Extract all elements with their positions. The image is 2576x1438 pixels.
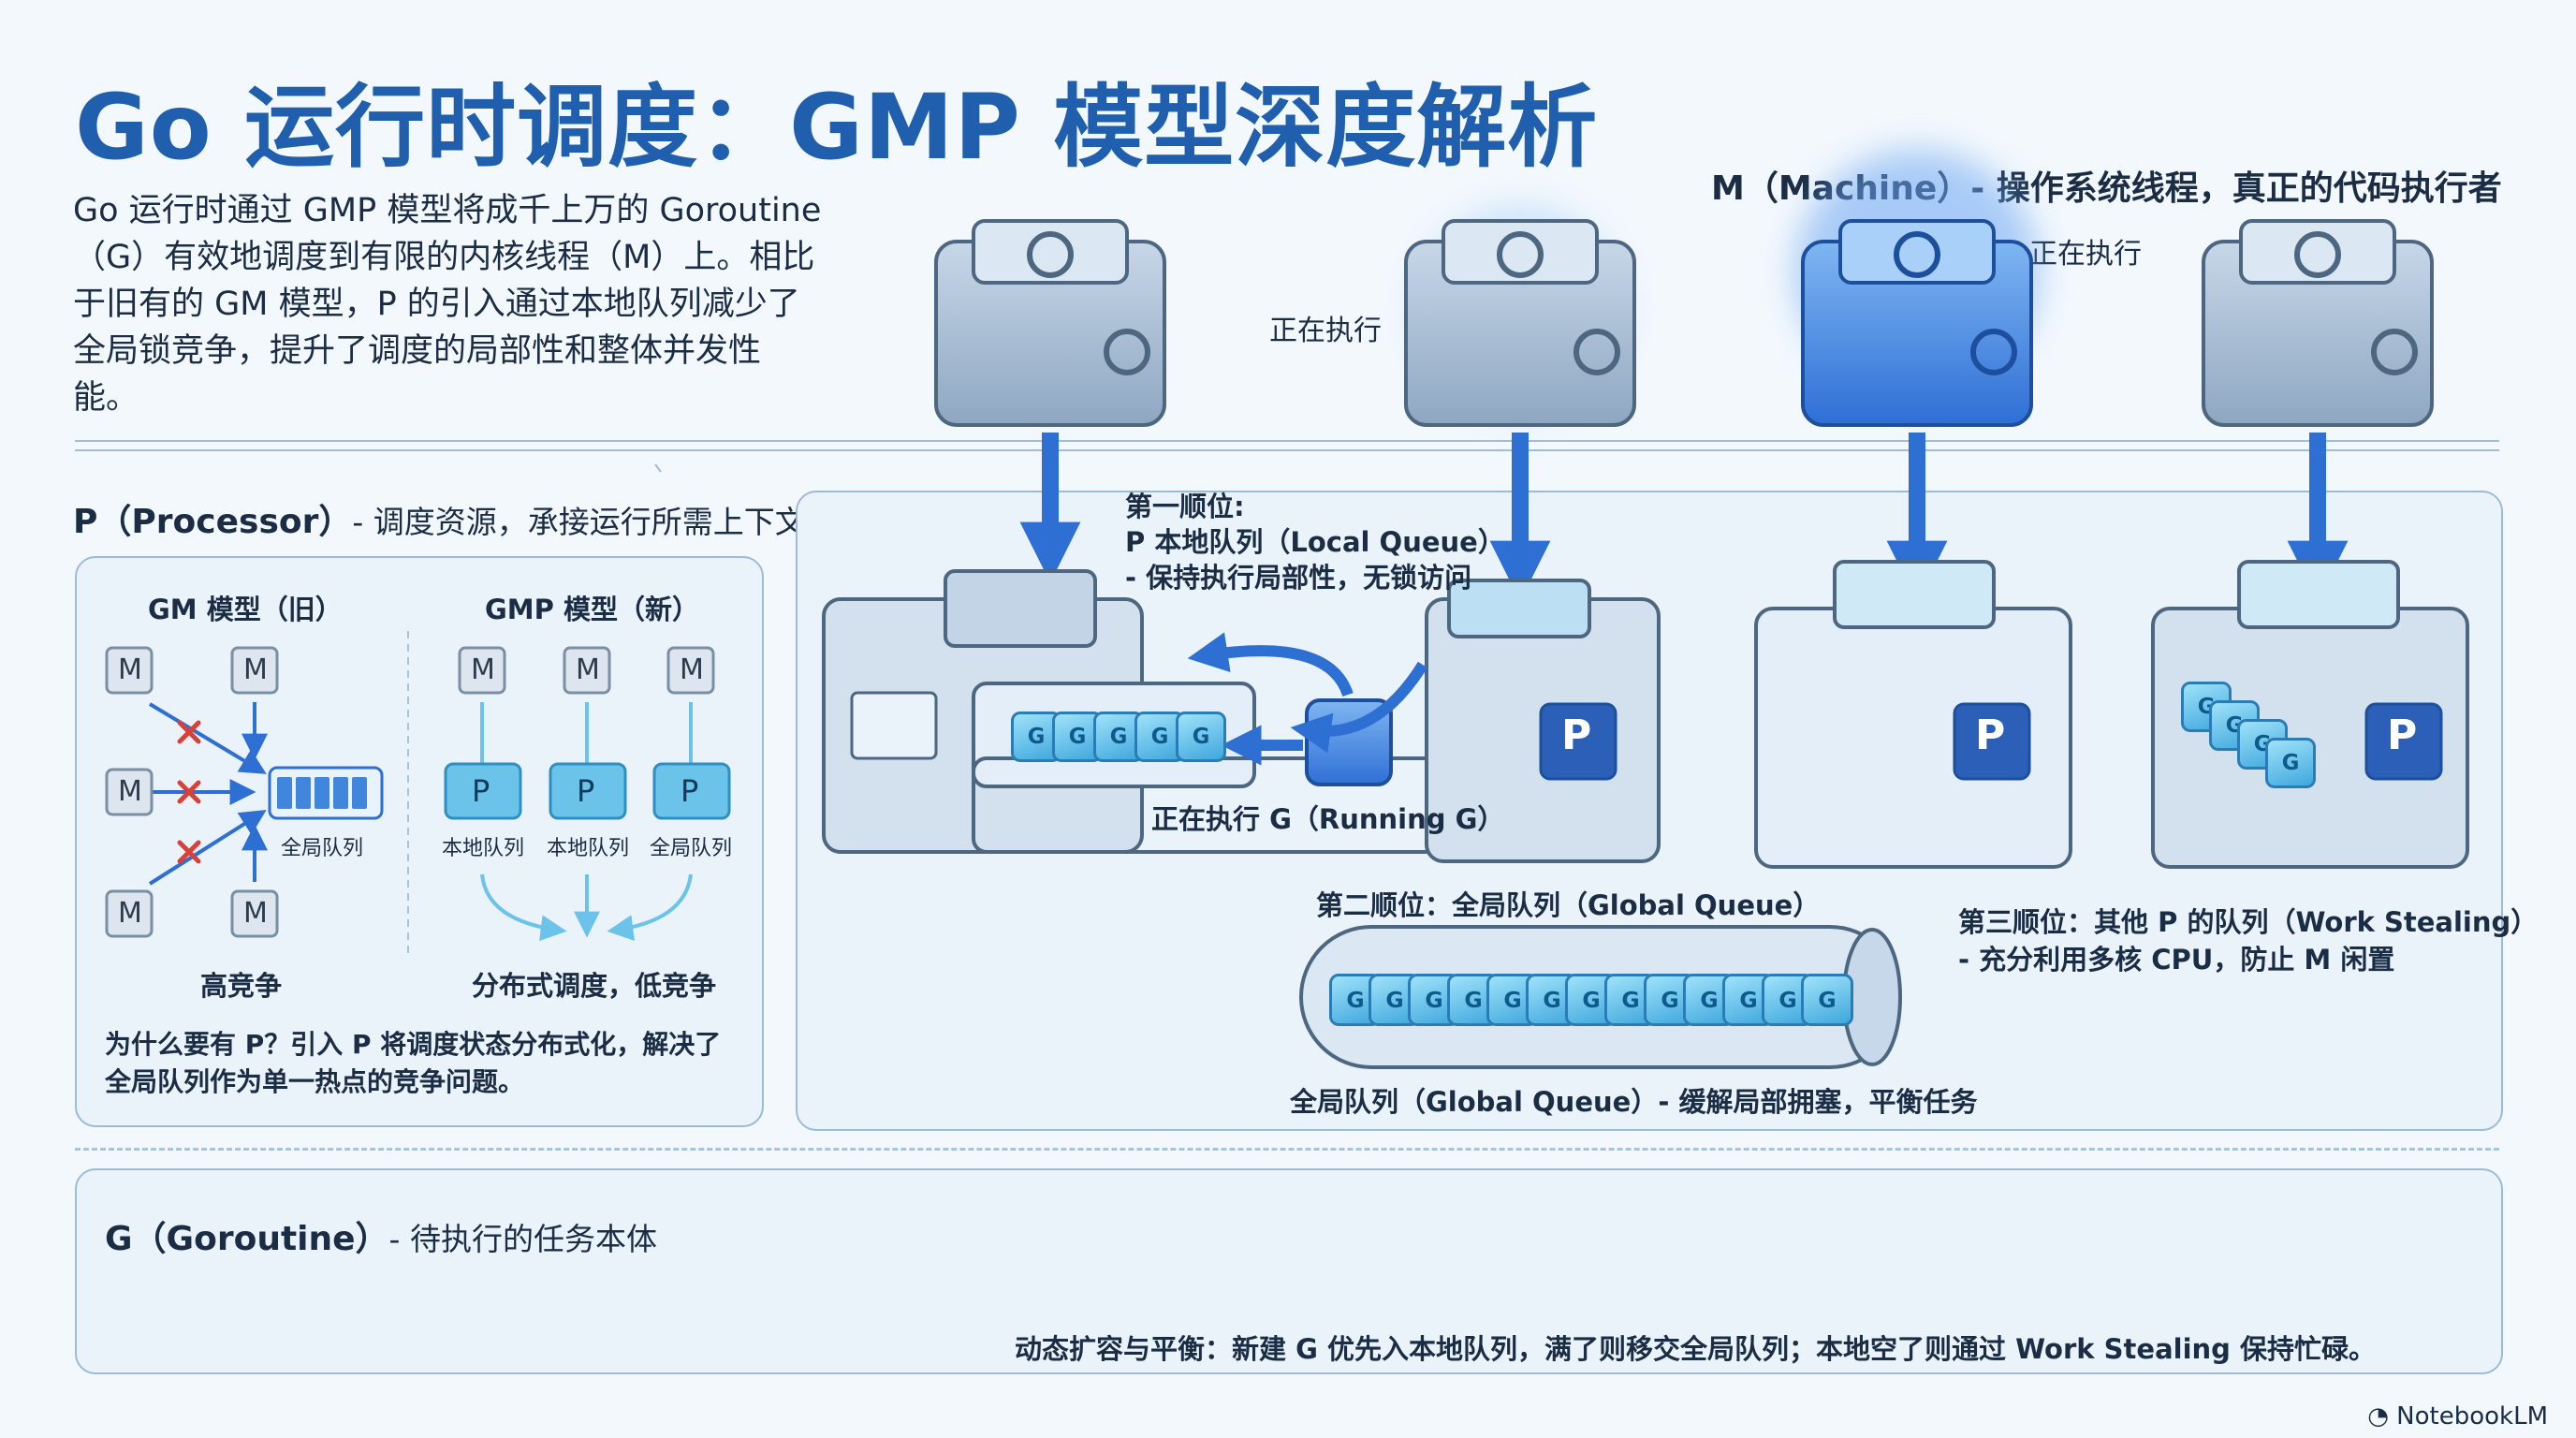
gmp-local-queue-label-1: 本地队列 (442, 837, 525, 860)
gmp-m-box-1: M (458, 646, 506, 695)
third-priority-line1: 第三顺位：其他 P 的队列（Work Stealing） (1958, 906, 2539, 938)
g-section-caption: 动态扩容与平衡：新建 G 优先入本地队列，满了则移交全局队列；本地空了则通过 W… (1015, 1333, 2377, 1365)
first-priority-line1: P 本地队列（Local Queue） (1125, 526, 1505, 558)
p-container-3 (1754, 560, 2072, 869)
gm-gmp-diagram (148, 631, 704, 959)
gm-m-box-3: M (105, 768, 154, 816)
gm-vs-gmp-panel (75, 556, 764, 1127)
top-separator (75, 440, 2499, 442)
gm-global-queue-label: 全局队列 (281, 837, 364, 860)
gmp-global-queue-label: 全局队列 (650, 837, 733, 860)
m-cube-3 (1801, 219, 2033, 427)
gmp-p-box-3: P (652, 762, 731, 820)
bottom-separator (75, 1148, 2499, 1151)
running-label-2: 正在执行 (2029, 238, 2142, 271)
gmp-title: GMP 模型（新） (485, 594, 700, 625)
gmp-p-box-2: P (549, 762, 627, 820)
goroutine-panel (75, 1168, 2503, 1374)
m-cube-1 (934, 219, 1166, 427)
notebooklm-logo: ◔ NotebookLM (2367, 1402, 2548, 1431)
gm-m-box-4: M (105, 889, 154, 938)
g-cube: G (1801, 974, 1853, 1026)
p-heading-sub: - 调度资源，承接运行所需上下文 (352, 504, 806, 540)
gm-m-box-2: M (230, 646, 279, 695)
third-priority-line2: - 充分利用多核 CPU，防止 M 闲置 (1958, 944, 2395, 976)
running-g-label: 正在执行 G（Running G） (1151, 803, 1505, 835)
gm-high-contention: 高竞争 (200, 970, 283, 1002)
g-heading-main: G（Goroutine） (105, 1220, 389, 1258)
p-section-heading: P（Processor）- 调度资源，承接运行所需上下文 (73, 494, 806, 543)
m-cube-4 (2202, 219, 2434, 427)
first-priority-line2: - 保持执行局部性，无锁访问 (1125, 562, 1472, 594)
p-container-2 (1425, 579, 1661, 863)
p-heading-main: P（Processor） (73, 503, 353, 541)
g-section-heading: G（Goroutine）- 待执行的任务本体 (105, 1211, 657, 1260)
second-priority: 第二顺位：全局队列（Global Queue） (1316, 889, 1821, 921)
m-cube-2 (1404, 219, 1636, 427)
p-container-3-label: P (1975, 712, 2006, 759)
gmp-m-box-2: M (563, 646, 611, 695)
page-title: Go 运行时调度：GMP 模型深度解析 (75, 75, 1599, 180)
gm-m-box-1: M (105, 646, 154, 695)
top-separator-2 (75, 449, 2499, 451)
gm-title: GM 模型（旧） (148, 594, 343, 625)
p-container-4-label: P (2387, 712, 2418, 759)
why-p-text: 为什么要有 P？引入 P 将调度状态分布式化，解决了全局队列作为单一热点的竞争问… (105, 1029, 722, 1097)
g-heading-sub: - 待执行的任务本体 (388, 1221, 657, 1257)
first-priority-title: 第一顺位: (1125, 491, 1245, 522)
gmp-m-box-3: M (666, 646, 715, 695)
gmp-distributed: 分布式调度，低竞争 (472, 970, 717, 1002)
g-cube: G (1176, 712, 1226, 762)
running-label-1: 正在执行 (1269, 315, 1382, 347)
gmp-p-box-1: P (444, 762, 522, 820)
global-queue-caption: 全局队列（Global Queue）- 缓解局部拥塞，平衡任务 (1290, 1086, 1978, 1118)
gmp-local-queue-label-2: 本地队列 (547, 837, 630, 860)
gm-m-box-5: M (230, 889, 279, 938)
g-cube: G (2265, 738, 2316, 788)
p-container-2-label: P (1561, 712, 1592, 759)
intro-paragraph: Go 运行时通过 GMP 模型将成千上万的 Goroutine（G）有效地调度到… (73, 192, 822, 417)
